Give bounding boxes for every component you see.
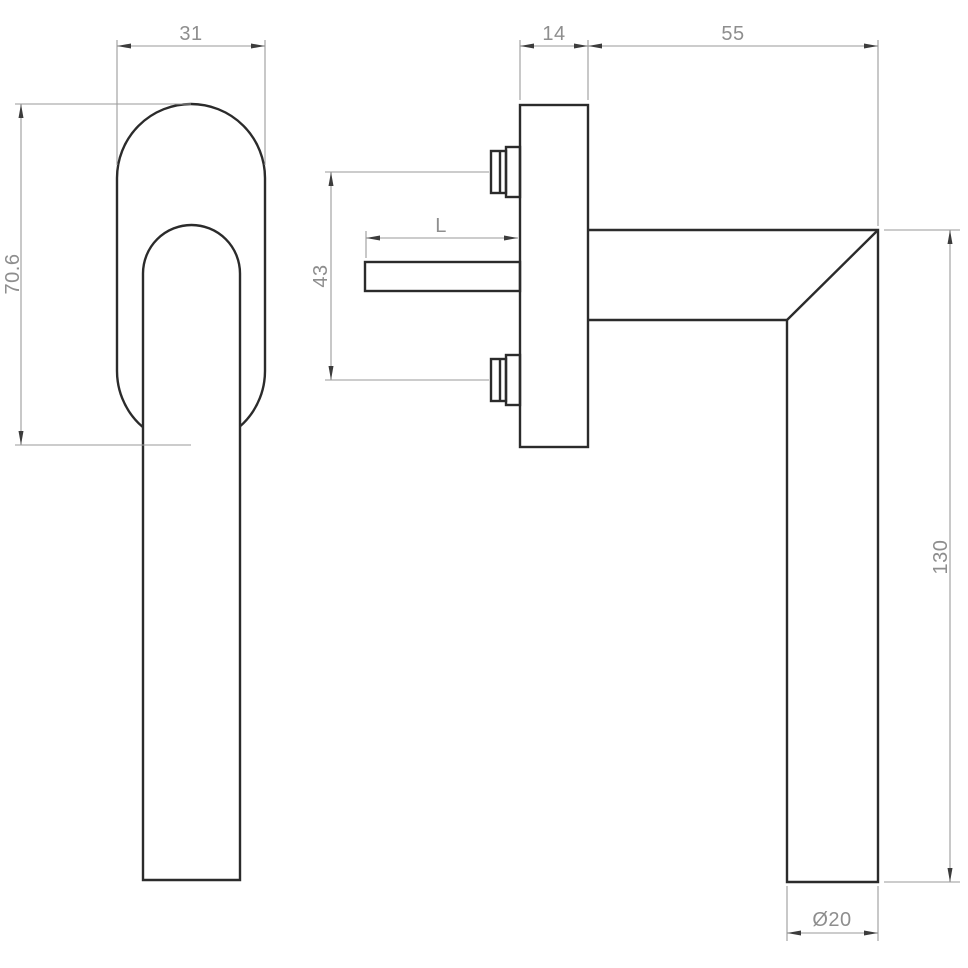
dim-arrow-left: [588, 43, 602, 49]
dim-arrow-right: [251, 43, 265, 49]
dim-label-screw-spacing: 43: [310, 264, 332, 287]
dim-arrow-right: [504, 235, 518, 241]
front-view: [115, 102, 267, 882]
handle-bend-miter-line: [786, 229, 879, 321]
dimension-grip-diameter: Ø20: [786, 886, 879, 941]
dimension-screw-spacing: 43: [310, 171, 489, 381]
screw-top-collar: [504, 145, 522, 199]
dim-arrow-up: [18, 104, 24, 118]
handle-side-outline: [588, 228, 880, 884]
screw-bottom-tip: [489, 357, 508, 403]
dim-label-rosette-length: 70.6: [2, 254, 24, 295]
dimension-grip-length: 130: [884, 229, 960, 883]
grip-front-outline: [141, 223, 242, 882]
dim-arrow-down: [947, 868, 953, 882]
dimension-rosette-length: 70.6: [2, 103, 191, 446]
dim-arrow-up: [328, 172, 334, 186]
dim-arrow-right: [864, 930, 878, 936]
dim-label-plate-thickness: 14: [542, 23, 565, 45]
dim-arrow-left: [366, 235, 380, 241]
dimension-rosette-width: 31: [116, 23, 266, 165]
dimension-plate-thickness: 14: [519, 23, 589, 100]
side-view: [363, 103, 880, 884]
dim-arrow-left: [117, 43, 131, 49]
screw-top: [489, 145, 522, 199]
dim-arrow-left: [787, 930, 801, 936]
screw-bottom: [489, 353, 522, 407]
mounting-plate: [518, 103, 590, 449]
screw-bottom-collar: [504, 353, 522, 407]
dim-label-grip-length: 130: [930, 540, 952, 575]
dim-label-rosette-width: 31: [179, 23, 202, 45]
dim-arrow-up: [947, 230, 953, 244]
spindle-bar: [363, 260, 522, 293]
dim-arrow-left: [520, 43, 534, 49]
dim-label-spindle-length: L: [435, 215, 447, 237]
dim-arrow-right: [574, 43, 588, 49]
dim-label-neck-length: 55: [721, 23, 744, 45]
dim-arrow-right: [864, 43, 878, 49]
dim-arrow-down: [328, 366, 334, 380]
screw-top-tip: [489, 149, 508, 195]
dimension-neck-length: 55: [588, 23, 879, 226]
dim-arrow-down: [18, 431, 24, 445]
dim-label-grip-diameter: Ø20: [812, 909, 851, 931]
dimension-spindle-length: L: [365, 215, 518, 258]
